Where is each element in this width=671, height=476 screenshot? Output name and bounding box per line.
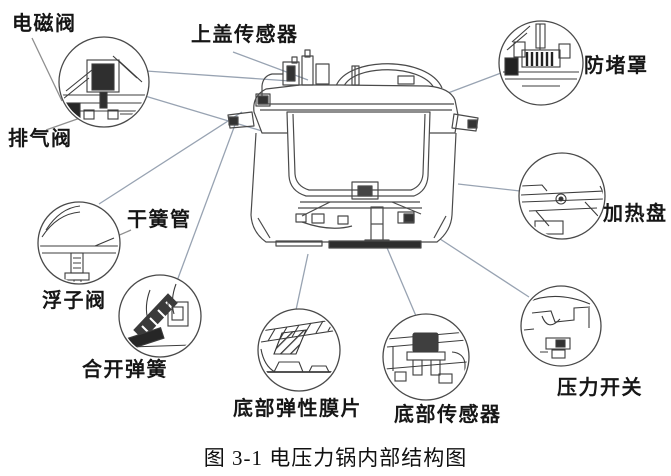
cooker-cross-section: [227, 49, 479, 249]
leader-float-valve: [98, 111, 243, 205]
leader-pressure-switch: [436, 236, 530, 298]
sketch-float-valve: [40, 205, 118, 282]
leader-bottom-diaphragm: [295, 253, 309, 311]
leader-callout-to-lid-top: [145, 70, 291, 82]
label-anti-block-cover: 防堵罩: [584, 55, 649, 77]
figure-caption: 图 3-1 电压力锅内部结构图: [203, 446, 468, 470]
side-handles: [227, 111, 479, 132]
leader-exhaust-label: [45, 116, 84, 131]
label-lid-sensor: 上盖传感器: [191, 24, 299, 46]
callout-heating-plate: [518, 152, 606, 240]
callout-bottom-sensor: [382, 313, 470, 401]
label-bottom-diaphragm: 底部弹性膜片: [233, 398, 362, 420]
label-reed-switch: 干簧管: [127, 209, 192, 231]
inner-pot: [286, 111, 431, 197]
callout-circles: [37, 20, 606, 401]
label-bottom-sensor: 底部传感器: [394, 404, 502, 426]
sketch-solenoid-valve: [61, 55, 147, 120]
callout-float-valve: [37, 201, 121, 285]
sketch-anti-block-cover: [503, 23, 579, 87]
leader-lines: [31, 37, 530, 317]
leader-lid-sensor: [232, 51, 309, 81]
sketch-bottom-sensor: [385, 331, 467, 384]
leader-heating-plate: [457, 183, 521, 192]
cooker-base: [275, 240, 422, 249]
label-float-valve: 浮子阀: [42, 290, 107, 312]
leader-bottom-sensor: [384, 242, 417, 317]
label-exhaust-valve: 排气阀: [8, 128, 73, 150]
callout-bottom-diaphragm: [257, 308, 341, 392]
sketch-bottom-diaphragm: [260, 318, 338, 373]
leader-callout-to-lid-corner: [144, 95, 263, 132]
label-solenoid-valve: 电磁阀: [12, 13, 77, 35]
label-open-close-spring: 合开弹簧: [82, 359, 168, 381]
sketch-pressure-switch: [523, 295, 591, 359]
label-pressure-switch: 压力开关: [557, 377, 643, 399]
callout-pressure-switch: [520, 285, 602, 367]
label-heating-plate: 加热盘: [603, 203, 668, 225]
cooker-top-handle: [335, 63, 443, 89]
leader-open-close-spring: [176, 121, 237, 282]
leader-anti-block: [439, 72, 502, 97]
leader-solenoid-label: [31, 37, 63, 102]
lid-valve-assembly: [255, 49, 415, 107]
